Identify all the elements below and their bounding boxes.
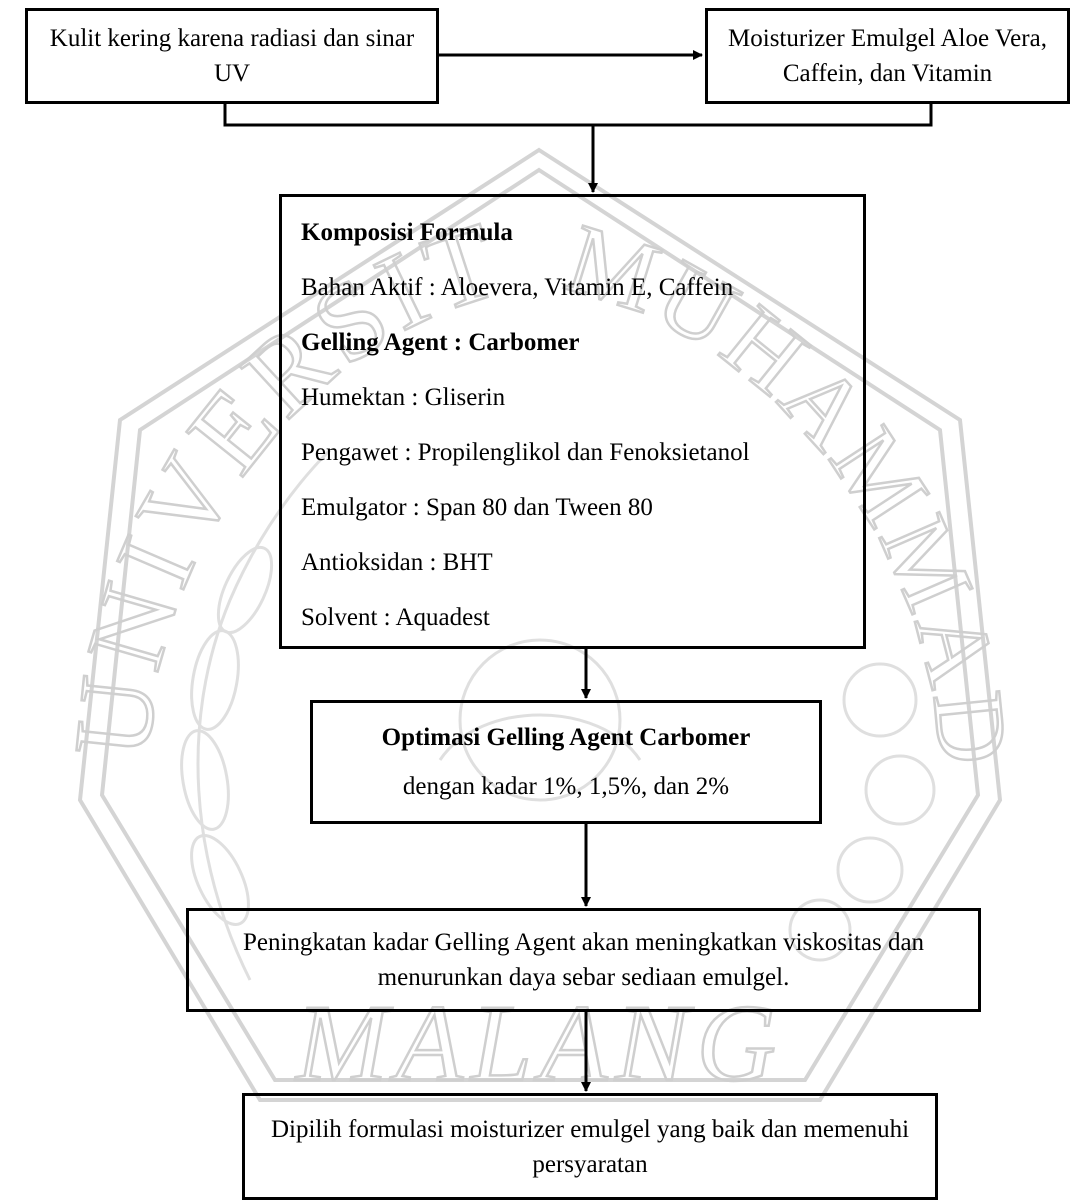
hypothesis-text: Peningkatan kadar Gelling Agent akan men… xyxy=(242,929,925,991)
optimasi-subtitle: dengan kadar 1%, 1,5%, dan 2% xyxy=(402,773,730,800)
formula-item-active: Bahan Aktif : Aloevera, Vitamin E, Caffe… xyxy=(301,274,734,301)
formula-item-preservative: Pengawet : Propilenglikol dan Fenoksieta… xyxy=(301,439,750,466)
problem-box: Kulit kering karena radiasi dan sinar UV xyxy=(25,8,439,104)
conclusion-text: Dipilih formulasi moisturizer emulgel ya… xyxy=(270,1115,910,1178)
formula-item-emulsifier: Emulgator : Span 80 dan Tween 80 xyxy=(301,494,653,521)
bracket-top xyxy=(223,104,933,127)
optimasi-title: Optimasi Gelling Agent Carbomer xyxy=(381,724,751,751)
conclusion-box: Dipilih formulasi moisturizer emulgel ya… xyxy=(242,1093,938,1200)
product-box: Moisturizer Emulgel Aloe Vera, Caffein, … xyxy=(705,8,1070,104)
hypothesis-box: Peningkatan kadar Gelling Agent akan men… xyxy=(186,908,981,1012)
formula-item-antioxidant: Antioksidan : BHT xyxy=(301,549,493,576)
formula-title: Komposisi Formula xyxy=(301,219,513,246)
formula-box: Komposisi Formula Bahan Aktif : Aloevera… xyxy=(279,194,866,649)
product-text: Moisturizer Emulgel Aloe Vera, Caffein, … xyxy=(728,25,1047,87)
optimasi-box: Optimasi Gelling Agent Carbomer dengan k… xyxy=(310,700,822,824)
formula-item-gelling: Gelling Agent : Carbomer xyxy=(301,329,580,356)
problem-text: Kulit kering karena radiasi dan sinar UV xyxy=(49,25,415,87)
formula-item-humectant: Humektan : Gliserin xyxy=(301,384,506,411)
formula-item-solvent: Solvent : Aquadest xyxy=(301,604,490,631)
